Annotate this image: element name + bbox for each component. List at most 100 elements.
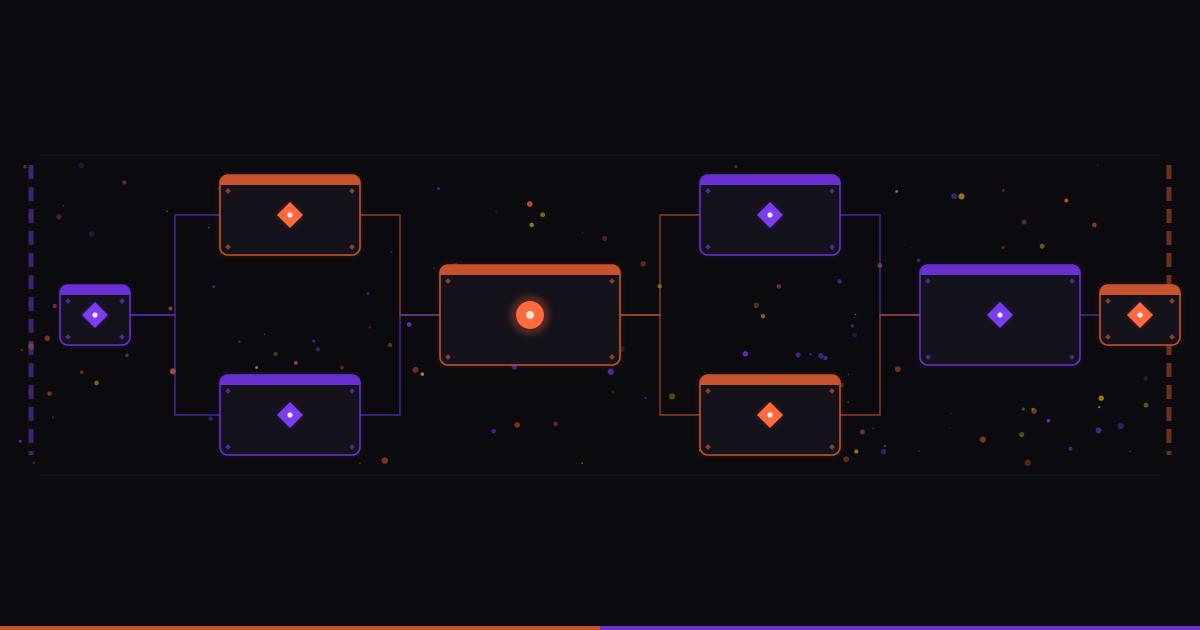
particle — [854, 449, 859, 454]
node-corner-dot — [445, 354, 451, 360]
particle — [611, 390, 615, 394]
diamond-icon-core — [287, 212, 293, 218]
particle — [122, 180, 127, 185]
particle — [495, 210, 497, 213]
node-corner-dot — [445, 278, 451, 284]
particle — [1117, 422, 1124, 430]
node-header-bar — [60, 285, 130, 295]
circle-icon-core — [526, 311, 534, 319]
particle — [52, 303, 57, 309]
node-n3 — [218, 373, 362, 457]
particle — [540, 212, 546, 218]
particle — [238, 340, 241, 344]
edge-n6-n7 — [840, 314, 920, 416]
particle — [529, 222, 534, 228]
particle — [668, 393, 676, 400]
node-corner-dot — [65, 334, 71, 340]
particle — [1021, 219, 1027, 225]
particle — [883, 444, 887, 448]
particle — [1143, 376, 1148, 381]
particle — [406, 322, 412, 327]
particle — [366, 292, 370, 295]
node-corner-dot — [705, 444, 711, 450]
particle — [125, 353, 129, 358]
particle — [837, 279, 842, 284]
particle — [1019, 432, 1025, 438]
particle — [916, 258, 921, 263]
particle — [581, 462, 584, 464]
edge-n1-n2 — [130, 214, 220, 316]
particle — [843, 456, 850, 463]
particle — [850, 323, 855, 328]
particle — [742, 350, 749, 357]
node-corner-dot — [225, 188, 231, 194]
particle — [818, 352, 824, 359]
particle — [526, 201, 533, 207]
node-header-bar — [700, 375, 840, 385]
particle — [553, 421, 559, 427]
particle — [381, 457, 388, 464]
diamond-icon-core — [1137, 312, 1143, 318]
particle — [263, 333, 266, 336]
particle — [1064, 198, 1069, 203]
node-corner-dot — [1169, 298, 1175, 304]
node-n8 — [1098, 283, 1182, 347]
node-corner-dot — [705, 244, 711, 250]
particle — [1021, 407, 1025, 411]
particle — [894, 366, 901, 373]
particle — [387, 342, 393, 348]
diamond-icon-core — [767, 412, 773, 418]
particle — [312, 339, 316, 343]
particle — [315, 347, 321, 352]
particle — [1098, 395, 1104, 401]
node-layer — [58, 173, 1182, 457]
particle — [491, 428, 496, 434]
particle — [854, 313, 857, 316]
particle — [760, 314, 766, 319]
node-corner-dot — [829, 388, 835, 394]
node-header-bar — [440, 265, 620, 275]
particle — [207, 226, 210, 229]
diamond-icon-core — [92, 312, 98, 318]
node-corner-dot — [1069, 278, 1075, 284]
node-corner-dot — [349, 444, 355, 450]
particle — [776, 284, 782, 289]
edge-n4-n6 — [620, 314, 700, 416]
particle — [979, 436, 986, 443]
particle — [895, 189, 899, 193]
particle — [52, 416, 55, 419]
particle — [23, 165, 27, 169]
diamond-icon-core — [287, 412, 293, 418]
particle — [1031, 407, 1034, 411]
particle — [88, 231, 95, 237]
particle — [950, 412, 952, 415]
node-corner-dot — [349, 244, 355, 250]
particle — [56, 214, 62, 220]
particle — [1095, 427, 1102, 434]
node-n1 — [58, 283, 132, 347]
particle — [255, 366, 258, 369]
particle — [859, 429, 865, 435]
particle — [1001, 245, 1005, 249]
node-corner-dot — [1069, 354, 1075, 360]
particle — [208, 416, 214, 422]
particle — [32, 461, 35, 465]
node-corner-dot — [225, 388, 231, 394]
particle — [390, 251, 393, 253]
particle — [1129, 450, 1131, 453]
node-corner-dot — [349, 388, 355, 394]
edge-layer — [130, 214, 1100, 416]
particle — [168, 306, 173, 311]
particle — [948, 427, 951, 430]
particle — [951, 193, 958, 200]
particle — [1092, 222, 1097, 228]
node-n4 — [438, 263, 622, 367]
bottom-bar-orange — [0, 626, 600, 630]
particle — [293, 361, 298, 365]
node-header-bar — [920, 265, 1080, 275]
node-header-bar — [700, 175, 840, 185]
particle — [44, 335, 51, 342]
particle — [20, 348, 24, 352]
particle — [273, 351, 278, 357]
